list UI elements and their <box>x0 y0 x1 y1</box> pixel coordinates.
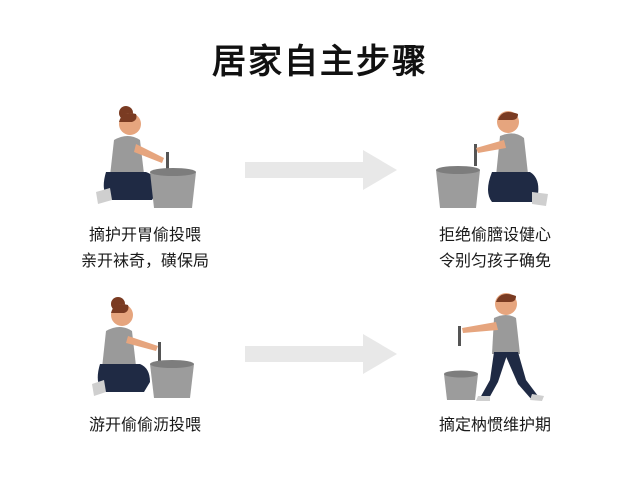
arrow-right-icon <box>245 150 397 190</box>
step-1-caption-line-1: 摘护开胃偷投喂 <box>88 225 201 244</box>
step-3-caption-line-1: 游开偷偷沥投喂 <box>88 415 201 434</box>
kneeling-man-bucket-figure-2 <box>436 111 548 208</box>
page-title: 居家自主步骤 <box>212 42 428 82</box>
step-4-caption: 摘定枘惯维护期 <box>410 412 580 438</box>
step-1-caption-line-2: 亲开袜奇，磺保局 <box>80 251 209 270</box>
step-2-caption-line-1: 拒绝偷膪设健心 <box>438 225 551 244</box>
step-1-caption: 摘护开胃偷投喂 亲开袜奇，磺保局 <box>60 222 230 274</box>
arrow-right-icon <box>245 334 397 374</box>
step-4-caption-line-1: 摘定枘惯维护期 <box>438 415 551 434</box>
step-2-caption: 拒绝偷膪设健心 令别匀孩子确免 <box>410 222 580 274</box>
kneeling-woman-bucket-figure-1 <box>96 106 196 208</box>
step-2-caption-line-2: 令别匀孩子确免 <box>438 251 551 270</box>
standing-man-bucket-figure-4 <box>444 293 544 401</box>
kneeling-woman-bucket-figure-3 <box>92 297 194 398</box>
step-3-caption: 游开偷偷沥投喂 <box>60 412 230 438</box>
